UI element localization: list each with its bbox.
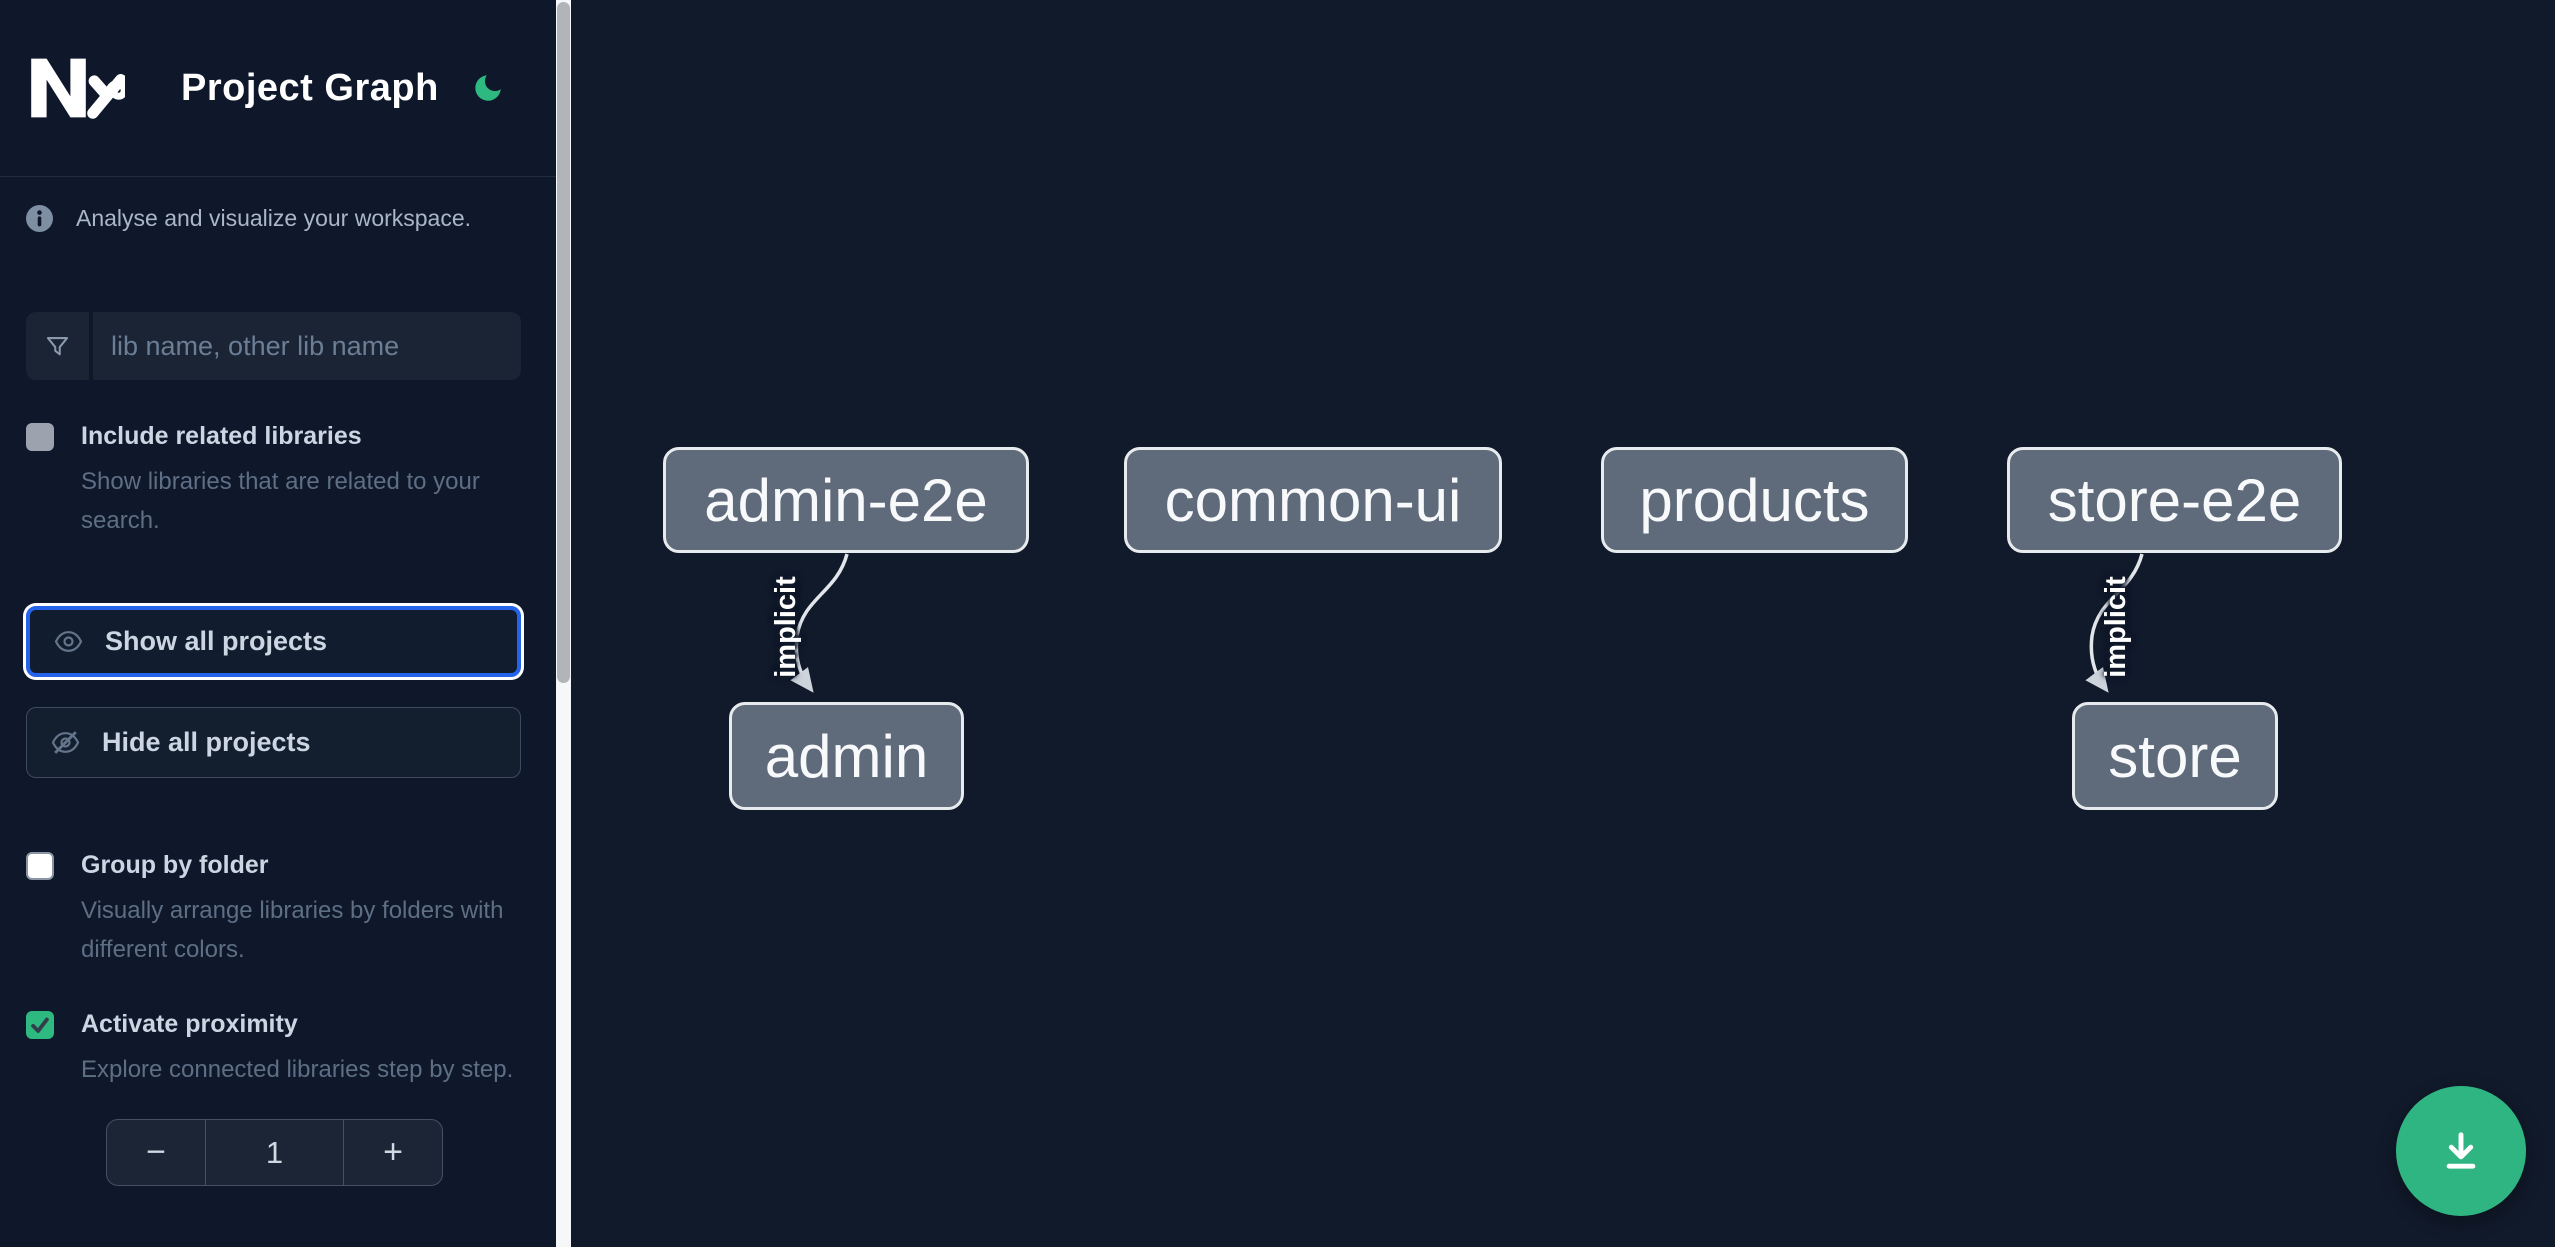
- increment-button[interactable]: +: [344, 1120, 442, 1185]
- checkmark-icon: [31, 1017, 49, 1033]
- nx-logo: [31, 58, 125, 119]
- eye-icon: [54, 631, 83, 652]
- toggle-description: Show libraries that are related to your …: [81, 468, 480, 534]
- toggle-description: Visually arrange libraries by folders wi…: [81, 897, 504, 963]
- filter-icon-cell: [26, 312, 93, 380]
- node-common-ui[interactable]: common-ui: [1124, 447, 1502, 553]
- toggle-include-related: Include related libraries Show libraries…: [26, 421, 521, 540]
- edge-label-implicit: implicit: [770, 576, 802, 678]
- toggle-group-by-folder: Group by folder Visually arrange librari…: [26, 850, 521, 969]
- download-icon: [2446, 1132, 2476, 1169]
- page-title: Project Graph: [181, 66, 439, 109]
- info-icon: [26, 205, 53, 232]
- filter-input[interactable]: [93, 312, 521, 380]
- edge-label-implicit: implicit: [2100, 576, 2132, 678]
- funnel-icon: [46, 336, 69, 355]
- edge-store-e2e-store[interactable]: [2085, 553, 2144, 693]
- toggle-label[interactable]: Activate proximity: [81, 1010, 298, 1038]
- hide-all-projects-button[interactable]: Hide all projects: [26, 707, 521, 778]
- filter-box: [26, 312, 521, 380]
- edge-admin-e2e-admin[interactable]: [790, 553, 849, 693]
- sidebar-scrollbar[interactable]: [556, 0, 571, 1247]
- sidebar-header: Project Graph: [0, 0, 556, 177]
- node-admin-e2e[interactable]: admin-e2e: [663, 447, 1029, 553]
- show-all-projects-button[interactable]: Show all projects: [26, 606, 521, 677]
- proximity-depth-stepper: − 1 +: [106, 1119, 443, 1186]
- group-by-folder-checkbox[interactable]: [26, 852, 54, 880]
- hide-all-projects-label: Hide all projects: [102, 727, 311, 757]
- toggle-label[interactable]: Include related libraries: [81, 422, 362, 450]
- download-graph-button[interactable]: [2396, 1086, 2526, 1216]
- show-all-projects-label: Show all projects: [105, 626, 328, 656]
- include-related-checkbox[interactable]: [26, 423, 54, 451]
- theme-toggle-button[interactable]: [470, 70, 506, 106]
- tagline-text: Analyse and visualize your workspace.: [76, 205, 472, 231]
- moon-icon: [475, 75, 501, 101]
- graph-canvas[interactable]: implicit implicit admin-e2e common-ui pr…: [571, 0, 2555, 1247]
- node-store-e2e[interactable]: store-e2e: [2007, 447, 2342, 553]
- scrollbar-thumb[interactable]: [557, 2, 570, 683]
- toggle-activate-proximity: Activate proximity Explore connected lib…: [26, 1009, 521, 1089]
- node-products[interactable]: products: [1601, 447, 1908, 553]
- decrement-button[interactable]: −: [107, 1120, 205, 1185]
- tagline-row: Analyse and visualize your workspace.: [26, 205, 521, 232]
- stepper-value: 1: [205, 1120, 344, 1185]
- sidebar-content: Analyse and visualize your workspace. In…: [0, 177, 556, 1247]
- node-admin[interactable]: admin: [729, 702, 964, 810]
- activate-proximity-checkbox[interactable]: [26, 1011, 54, 1039]
- toggle-description: Explore connected libraries step by step…: [81, 1056, 514, 1083]
- sidebar: Project Graph Analyse and visualize your…: [0, 0, 556, 1247]
- graph-edges: [790, 553, 2144, 693]
- node-store[interactable]: store: [2072, 702, 2278, 810]
- eye-off-icon: [51, 731, 80, 754]
- toggle-label[interactable]: Group by folder: [81, 851, 269, 879]
